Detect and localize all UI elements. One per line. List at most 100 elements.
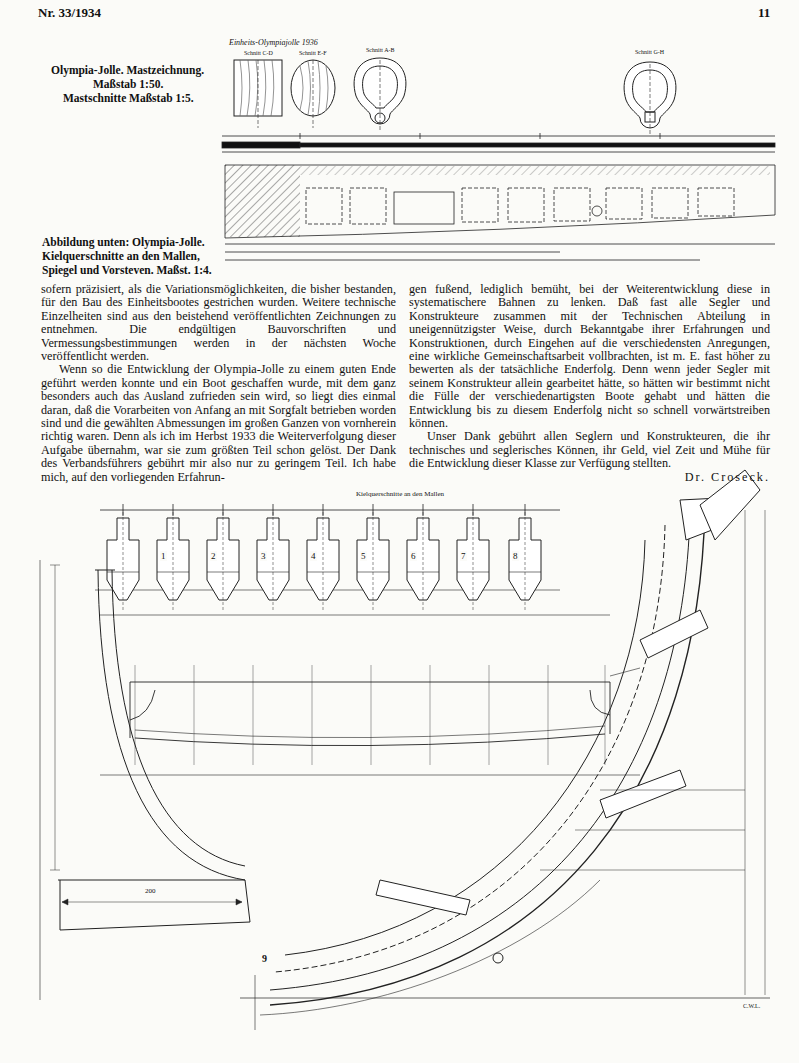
keel-section bbox=[95, 504, 610, 615]
stem-drawing bbox=[270, 505, 705, 1005]
keel-profile bbox=[610, 668, 640, 676]
mast-elevation bbox=[300, 133, 660, 139]
mast-elevation bbox=[222, 136, 775, 137]
stem-drawing bbox=[765, 510, 766, 995]
mast-elevation bbox=[508, 188, 544, 222]
callout-number: 1 bbox=[160, 551, 167, 561]
callout-number: 9 bbox=[261, 953, 268, 965]
stem-drawing bbox=[600, 770, 686, 818]
keel-profile bbox=[135, 734, 605, 746]
transom-drawing bbox=[95, 570, 115, 571]
mast-elevation bbox=[394, 192, 454, 224]
stem-drawing bbox=[275, 525, 665, 972]
mast-elevation bbox=[306, 188, 342, 224]
drawing-title: Kielquerschnitte an den Mallen bbox=[355, 490, 445, 498]
body-paragraph: sofern präzisiert, als die Variationsmög… bbox=[41, 283, 396, 363]
stem-drawing bbox=[285, 540, 645, 955]
mast-elevation bbox=[350, 188, 386, 224]
transom-drawing bbox=[62, 902, 242, 903]
mast-elevation bbox=[652, 188, 688, 218]
text-column: gen fußend, lediglich bemüht, bei der We… bbox=[409, 283, 770, 484]
mast-section bbox=[300, 61, 328, 115]
callout-number: 4 bbox=[310, 551, 317, 561]
mast-elevation bbox=[222, 152, 775, 153]
waterline-label: C.W.L. bbox=[742, 1003, 761, 1010]
stem-drawing bbox=[270, 512, 690, 990]
dimension: 200 bbox=[144, 887, 157, 895]
mast-section bbox=[258, 60, 650, 136]
stem-drawing bbox=[255, 975, 256, 1030]
stem-drawing bbox=[745, 510, 746, 995]
keel-profile bbox=[100, 665, 640, 775]
text-column: sofern präzisiert, als die Variationsmög… bbox=[41, 283, 396, 484]
transom-drawing bbox=[112, 570, 245, 866]
transom-drawing bbox=[62, 899, 242, 905]
figure-caption: Olympia-Jolle. Mastzeichnung. bbox=[51, 64, 204, 77]
mast-elevation bbox=[592, 206, 602, 216]
mast-elevation bbox=[698, 188, 734, 216]
mast-elevation bbox=[225, 244, 775, 245]
keel-profile bbox=[100, 775, 640, 776]
mast-elevation bbox=[300, 143, 775, 147]
mast-elevation bbox=[606, 188, 642, 219]
section-label: Schnitt A-B bbox=[365, 47, 396, 54]
stem-drawing bbox=[376, 880, 470, 915]
section-label: Schnitt E-F bbox=[298, 50, 328, 57]
figure-caption: Abbildung unten: Olympia-Jolle. bbox=[42, 236, 205, 249]
mast-elevation bbox=[222, 133, 775, 260]
section-label: Schnitt G-H bbox=[634, 49, 665, 56]
callout-number: 7 bbox=[460, 551, 467, 561]
stem-drawing bbox=[493, 953, 503, 963]
callout-number: 2 bbox=[210, 551, 217, 561]
mast-elevation bbox=[225, 165, 775, 238]
keel-profile bbox=[135, 726, 605, 738]
author-signature: Dr. Croseck. bbox=[409, 471, 770, 484]
body-paragraph: gen fußend, lediglich bemüht, bei der We… bbox=[409, 283, 770, 430]
callout-number: 8 bbox=[512, 551, 519, 561]
figure-caption: Mastschnitte Maßstab 1:5. bbox=[63, 92, 194, 105]
transom-drawing bbox=[55, 565, 56, 870]
stem-drawing bbox=[540, 790, 745, 870]
mast-elevation bbox=[462, 188, 498, 222]
callout-number: 5 bbox=[360, 551, 367, 561]
transom-drawing bbox=[60, 880, 250, 930]
keel-profile bbox=[135, 665, 605, 765]
stem-drawing bbox=[240, 470, 770, 1030]
mast-elevation bbox=[306, 188, 734, 224]
stem-drawing bbox=[260, 880, 600, 1015]
page-number: 11 bbox=[758, 6, 770, 21]
callout-number: 6 bbox=[410, 551, 417, 561]
transom-drawing bbox=[40, 560, 41, 1000]
keel-section bbox=[123, 512, 525, 612]
page-header: Nr. 33/1934 bbox=[38, 6, 101, 21]
body-paragraph: Unser Dank gebührt allen Seglern und Kon… bbox=[409, 430, 770, 470]
keel-profile bbox=[130, 682, 610, 738]
mast-elevation bbox=[554, 188, 590, 221]
mast-section bbox=[240, 60, 274, 116]
figure-caption: Kielquerschnitte an den Mallen, bbox=[42, 250, 200, 263]
mast-elevation bbox=[300, 166, 770, 175]
keel-section bbox=[100, 615, 610, 616]
keel-section bbox=[100, 510, 560, 511]
transom-drawing bbox=[98, 570, 245, 880]
mast-elevation bbox=[222, 142, 300, 148]
keel-section bbox=[123, 504, 525, 516]
figure-caption: Maßstab 1:50. bbox=[93, 78, 163, 91]
drawing-title: Einheits-Olympiajolle 1936 bbox=[228, 38, 319, 47]
keel-section bbox=[107, 572, 541, 573]
stem-drawing bbox=[240, 998, 770, 999]
transom-drawing bbox=[58, 880, 245, 881]
mast-section bbox=[234, 58, 676, 136]
transom-drawing bbox=[40, 560, 250, 1000]
callout-number: 3 bbox=[260, 551, 267, 561]
mast-elevation bbox=[225, 260, 700, 261]
transom-drawing bbox=[50, 565, 60, 870]
section-label: Schnitt C-D bbox=[243, 50, 274, 57]
body-paragraph: Wenn so die Entwicklung der Olympia-Joll… bbox=[41, 363, 396, 484]
mast-elevation bbox=[225, 252, 560, 253]
figure-caption: Spiegel und Vorsteven. Maßst. 1:4. bbox=[42, 264, 212, 277]
mast-elevation bbox=[225, 165, 300, 237]
keel-profile bbox=[130, 682, 610, 683]
stem-drawing bbox=[640, 610, 708, 658]
